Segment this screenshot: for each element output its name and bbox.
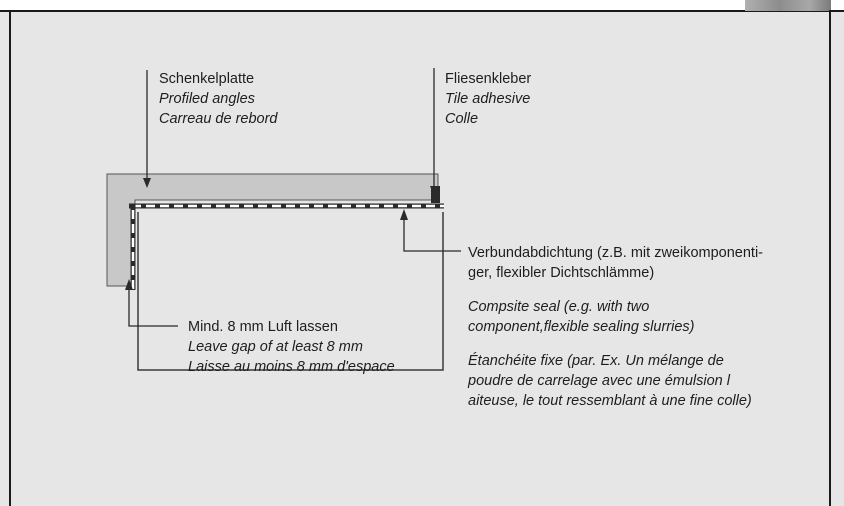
seal-fr-line1: Étanchéite fixe (par. Ex. Un mélange de [468,353,724,369]
seal-label: Verbundabdichtung (z.B. mit zweikomponen… [468,243,818,411]
profiled-angles-fr: Carreau de rebord [159,111,278,127]
seal-fr-line2: poudre de carrelage avec une émulsion l [468,373,730,389]
tile-adhesive-en: Tile adhesive [445,91,531,107]
diagram-frame [9,10,831,506]
profiled-angles-arrowhead [143,178,151,188]
seal-fr-line3: aiteuse, le tout ressemblant à une fine … [468,393,752,409]
gap-en: Leave gap of at least 8 mm [188,339,363,355]
gap-de: Mind. 8 mm Luft lassen [188,319,338,335]
seal-arrowhead [400,209,408,220]
top-band [0,0,844,12]
gap-arrowhead [125,279,133,290]
seal-de-line1: Verbundabdichtung (z.B. mit zweikomponen… [468,245,763,261]
profiled-angle-tile [106,173,439,287]
gap-leader [128,286,178,327]
tile-adhesive-fr: Colle [445,111,479,127]
tile-adhesive-de: Fliesenkleber [445,71,532,87]
seal-leader [403,216,461,252]
seal-en-line1: Compsite seal (e.g. with two [468,299,650,315]
substrate-outline [137,212,444,371]
seal-de-line2: ger, flexibler Dichtschlämme) [468,265,655,281]
gap-fr: Laisse au moins 8 mm d'espace [188,359,395,375]
profiled-angles-en: Profiled angles [159,91,255,107]
profiled-angles-de: Schenkelplatte [159,71,255,87]
tile-adhesive-label: Fliesenkleber Tile adhesive Colle [445,69,531,129]
profiled-angles-label: Schenkelplatte Profiled angles Carreau d… [159,69,278,129]
photo-corner-image [745,0,831,11]
seal-en-line2: component,flexible sealing slurries) [468,319,695,335]
gap-label: Mind. 8 mm Luft lassen Leave gap of at l… [188,317,395,377]
tile-adhesive-end [431,186,440,203]
tile-adhesive-arrowhead [430,186,438,196]
